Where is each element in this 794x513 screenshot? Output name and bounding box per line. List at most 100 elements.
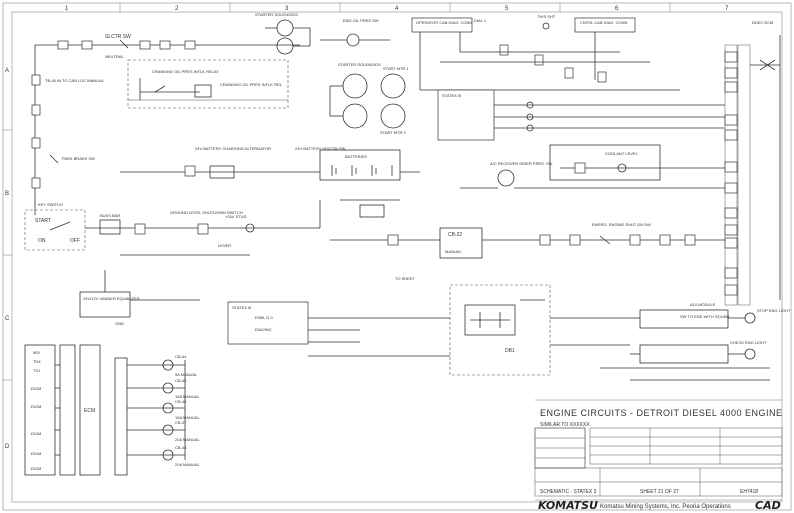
emerg-eng-label: EMERG. ENGINE SHUT DN SW: [592, 222, 651, 227]
pin-label: 1SGM: [30, 386, 41, 391]
a10-module: A10 MODULE SW TO END WITH SOUND STOP ENG…: [600, 302, 791, 381]
cad-mark: CAD: [755, 499, 781, 512]
a10-label: A10 MODULE: [690, 302, 716, 307]
slctr-sw-label: SLCTR SW: [105, 34, 131, 40]
col-label-6: 6: [615, 6, 619, 12]
enginc-label: ENG/INC: [255, 327, 272, 332]
pin-label: 1SGM: [30, 431, 41, 436]
col-label-1: 1: [65, 6, 69, 12]
to-sheet-ref: TO SHEET: [395, 276, 415, 281]
cb-label: 20A MANUAL: [175, 462, 200, 467]
cranking-pres-label: CRANKING OIL PRES INTLK RELAY: [152, 69, 219, 74]
park-brake-circuit: PARK BRAKE SW: [31, 115, 95, 215]
check-eng-label: CHECK ENG LIGHT: [730, 340, 767, 345]
cb-label: CB-44: [175, 354, 187, 359]
statex-iii-top: STATEX III: [437, 89, 725, 141]
inner-frame: [11, 11, 783, 503]
key-switch: KEY SWITCH START ON OFF BUSS BAR GROUND …: [24, 200, 321, 256]
company-name: Komatsu Mining Systems, Inc. Peoria Oper…: [600, 504, 731, 510]
db1-label: DB1: [505, 348, 515, 354]
control-cab-diag: THIS SHT CNTRL CAB DIAG. CONN: [537, 14, 636, 83]
battery-disc-label: 24V BATTERY DISCON SW: [295, 146, 346, 151]
ecm-breakers: ECM: [24, 344, 186, 476]
cb-label: 15A MANUAL: [175, 415, 200, 420]
cb22-label: CB-22: [448, 232, 462, 238]
starter-solenoids-label: STARTER SOLENOIDS: [338, 62, 381, 67]
starter-solenoids-top-label: STARTER SOLENOIDS: [255, 12, 298, 17]
lever-label: LEVER: [218, 243, 231, 248]
ac-receiver: A/C RECEIVER DRIER PRES. SW: [460, 161, 725, 189]
ecm-label: ECM: [84, 408, 95, 414]
coolant-level-label: COOLANT LEVEL: [605, 151, 639, 156]
pin-label: 1SGM: [30, 451, 41, 456]
batteries-block: 24V BATTERY DISCON SW BATTERIES: [295, 146, 420, 218]
ddec-ecm: DDEC ECM: [724, 20, 781, 306]
batteries-label: BATTERIES: [345, 154, 367, 159]
cntrl-cab-label: CNTRL CAB DIAG. CONN: [580, 20, 628, 25]
cb-label: 20A MANUAL: [175, 437, 200, 442]
sw-to-end-label: SW TO END WITH SOUND: [680, 314, 730, 319]
statex3-label: STATEX III: [442, 93, 461, 98]
drawing-subtitle: SIMILAR TO XXXXXX: [540, 422, 590, 428]
statex3b-label: STATEX III: [232, 305, 251, 310]
cranking-relay: CRANKING OIL PRES INTLK RELAY CRANKING O…: [127, 59, 289, 109]
row-markers-left: A B C D: [3, 68, 12, 450]
bus-bar-label: BUSS BAR: [100, 213, 120, 218]
schematic-label: SCHEMATIC - STATEX 3: [540, 489, 597, 495]
key-switch-label: KEY SWITCH: [38, 202, 63, 207]
row-label-b: B: [5, 191, 9, 197]
start-mtr1-label: START MTR 1: [383, 66, 410, 71]
battery-charging-label: 24V BATTERY CHARGING ALTERNATOR: [195, 146, 271, 151]
col-label-7: 7: [725, 6, 729, 12]
row-label-a: A: [5, 68, 9, 74]
vanner-equalizer: 24V/12V VANNER EQUALIZER GND: [79, 270, 200, 326]
cb-label: 5A MANUAL: [175, 372, 198, 377]
cb-label: CB-45: [175, 378, 187, 383]
cb-labels: CB-44 5A MANUAL CB-45 15A MANUAL CB-46 1…: [175, 354, 200, 467]
cb-label: CB-47: [175, 420, 187, 425]
dial-label: DIAL 1: [474, 18, 487, 23]
battery-alternator: 24V BATTERY CHARGING ALTERNATOR: [120, 146, 300, 179]
stop-eng-label: STOP ENG LIGHT: [757, 308, 791, 313]
stud-label: +24V STUD: [225, 214, 247, 219]
this-sht-label: THIS SHT: [537, 14, 556, 19]
row-label-d: D: [5, 444, 10, 450]
pin-label: 1SGM: [30, 466, 41, 471]
manual-label: MANUAL: [445, 249, 462, 254]
row-label-c: C: [5, 316, 10, 322]
starter-solenoids-top: STARTER SOLENOIDS: [255, 12, 311, 55]
cab-loc-label: TB-45 IN TO CAB LOC MANUAL: [45, 78, 105, 83]
col-label-2: 2: [175, 6, 179, 12]
cb-label: 15A MANUAL: [175, 394, 200, 399]
sheet-label: SHEET 21 OF 27: [640, 489, 679, 495]
vanner-label: 24V/12V VANNER EQUALIZER: [83, 296, 140, 301]
column-markers-top: 1 2 3 4 5 6 7: [65, 3, 729, 12]
pin-label: TD4: [33, 359, 41, 364]
ac-receiver-label: A/C RECEIVER DRIER PRES. SW: [490, 161, 553, 166]
drawing-title: ENGINE CIRCUITS - DETROIT DIESEL 4000 EN…: [540, 408, 783, 418]
start-mtr2-label: START MTR 2: [380, 130, 407, 135]
emergency-shutdown: EMERG. ENGINE SHUT DN SW: [520, 222, 725, 246]
title-block: ENGINE CIRCUITS - DETROIT DIESEL 4000 EN…: [534, 399, 783, 512]
statex-iii-bottom: STATEX III ENBL D 0 ENG/INC: [227, 301, 450, 357]
off-label: OFF: [70, 238, 80, 244]
coolant-level: COOLANT LEVEL: [549, 144, 725, 181]
enable-label: ENBL D 0: [255, 315, 273, 320]
dwg-no-label: EH7418: [740, 489, 758, 495]
pin-label: 953: [33, 350, 40, 355]
gnd-label: GND: [115, 321, 124, 326]
col-label-3: 3: [285, 6, 289, 12]
ddec-ecm-label: DDEC ECM: [752, 20, 773, 25]
col-label-4: 4: [395, 6, 399, 12]
start-label: START: [35, 218, 51, 224]
eng-oil-pres-label: ENG OIL PRES SW: [343, 18, 379, 23]
col-label-5: 5: [505, 6, 509, 12]
pin-label: 1SGM: [30, 404, 41, 409]
park-brake-label: PARK BRAKE SW: [62, 156, 95, 161]
on-label: ON: [38, 238, 46, 244]
cb-label: CB-46: [175, 399, 187, 404]
cb-22: CB-22 MANUAL: [330, 227, 520, 259]
starter-motors: STARTER SOLENOIDS START MTR 1 START MTR …: [329, 62, 410, 135]
